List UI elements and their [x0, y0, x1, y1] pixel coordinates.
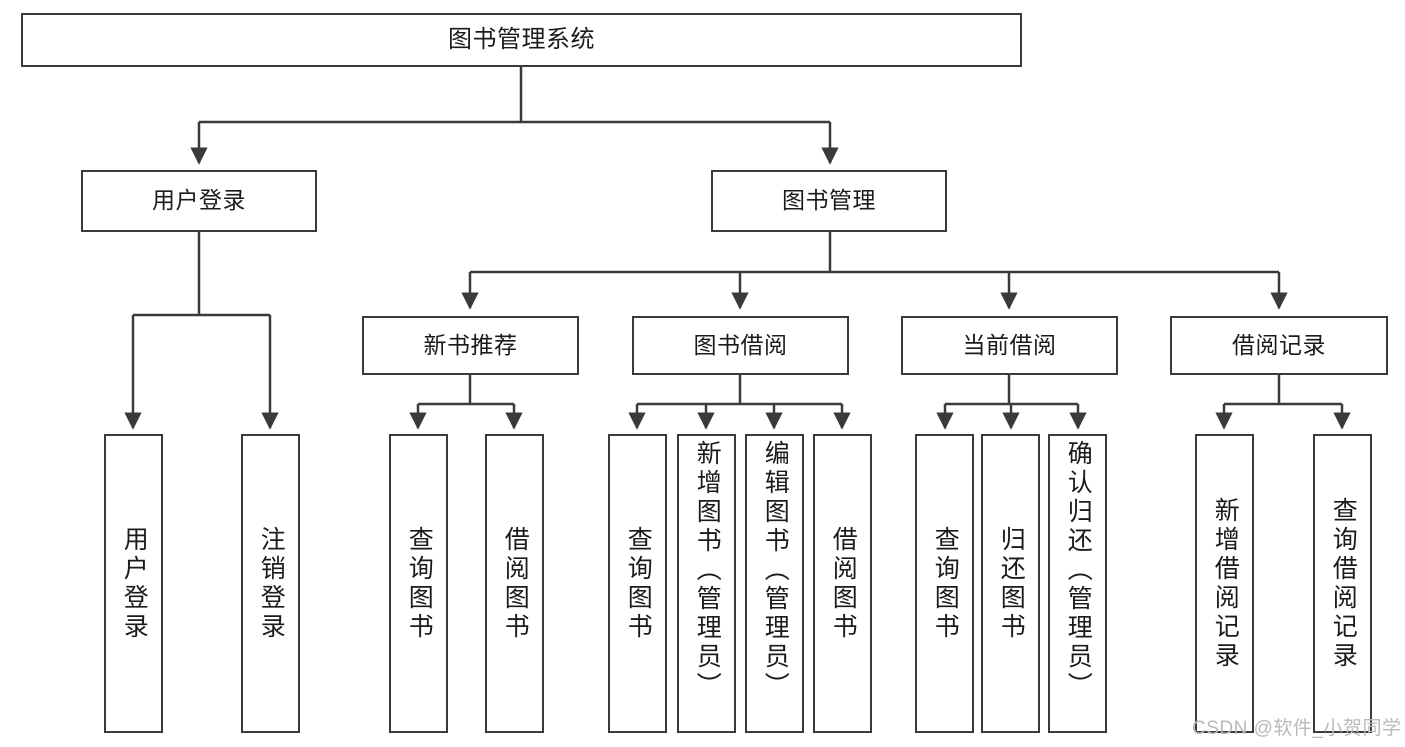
node-book-management[interactable]: 图书管理: [711, 170, 947, 232]
node-root-label: 图书管理系统: [448, 25, 595, 53]
leaf-query-book-3[interactable]: 查询图书: [915, 434, 974, 733]
leaf-confirm-return[interactable]: 确认归还（管理员）: [1048, 434, 1107, 733]
node-new-book-recommend[interactable]: 新书推荐: [362, 316, 579, 375]
leaf-return-book[interactable]: 归还图书: [981, 434, 1040, 733]
node-user-login-label: 用户登录: [152, 187, 246, 214]
leaf-user-login[interactable]: 用户登录: [104, 434, 163, 733]
leaf-user-login-label: 用户登录: [120, 525, 149, 642]
leaf-query-book-2[interactable]: 查询图书: [608, 434, 667, 733]
node-new-book-recommend-label: 新书推荐: [423, 331, 518, 358]
leaf-borrow-book-2-label: 借阅图书: [829, 525, 858, 642]
leaf-add-record[interactable]: 新增借阅记录: [1195, 434, 1254, 733]
leaf-borrow-book-1[interactable]: 借阅图书: [485, 434, 544, 733]
leaf-add-book-label: 新增图书（管理员）: [693, 440, 722, 701]
leaf-query-record-label: 查询借阅记录: [1329, 496, 1358, 671]
node-book-management-label: 图书管理: [782, 187, 876, 214]
leaf-query-book-3-label: 查询图书: [931, 525, 960, 642]
node-borrow-record[interactable]: 借阅记录: [1170, 316, 1388, 375]
leaf-add-book[interactable]: 新增图书（管理员）: [677, 434, 736, 733]
leaf-user-logout[interactable]: 注销登录: [241, 434, 300, 733]
leaf-borrow-book-2[interactable]: 借阅图书: [813, 434, 872, 733]
leaf-add-record-label: 新增借阅记录: [1211, 496, 1240, 671]
leaf-query-book-2-label: 查询图书: [624, 525, 653, 642]
leaf-query-record[interactable]: 查询借阅记录: [1313, 434, 1372, 733]
leaf-user-logout-label: 注销登录: [257, 525, 286, 642]
leaf-borrow-book-1-label: 借阅图书: [501, 525, 530, 642]
node-book-borrow-label: 图书借阅: [693, 331, 788, 358]
leaf-query-book-1[interactable]: 查询图书: [389, 434, 448, 733]
node-user-login[interactable]: 用户登录: [81, 170, 317, 232]
watermark: CSDN @软件_小贺同学: [1192, 718, 1402, 739]
leaf-return-book-label: 归还图书: [997, 525, 1026, 642]
node-root[interactable]: 图书管理系统: [21, 13, 1022, 67]
node-current-borrow[interactable]: 当前借阅: [901, 316, 1118, 375]
leaf-confirm-return-label: 确认归还（管理员）: [1064, 440, 1093, 701]
leaf-edit-book[interactable]: 编辑图书（管理员）: [745, 434, 804, 733]
leaf-edit-book-label: 编辑图书（管理员）: [761, 440, 790, 701]
leaf-query-book-1-label: 查询图书: [405, 525, 434, 642]
node-current-borrow-label: 当前借阅: [962, 331, 1057, 358]
node-borrow-record-label: 借阅记录: [1232, 331, 1326, 358]
node-book-borrow[interactable]: 图书借阅: [632, 316, 849, 375]
